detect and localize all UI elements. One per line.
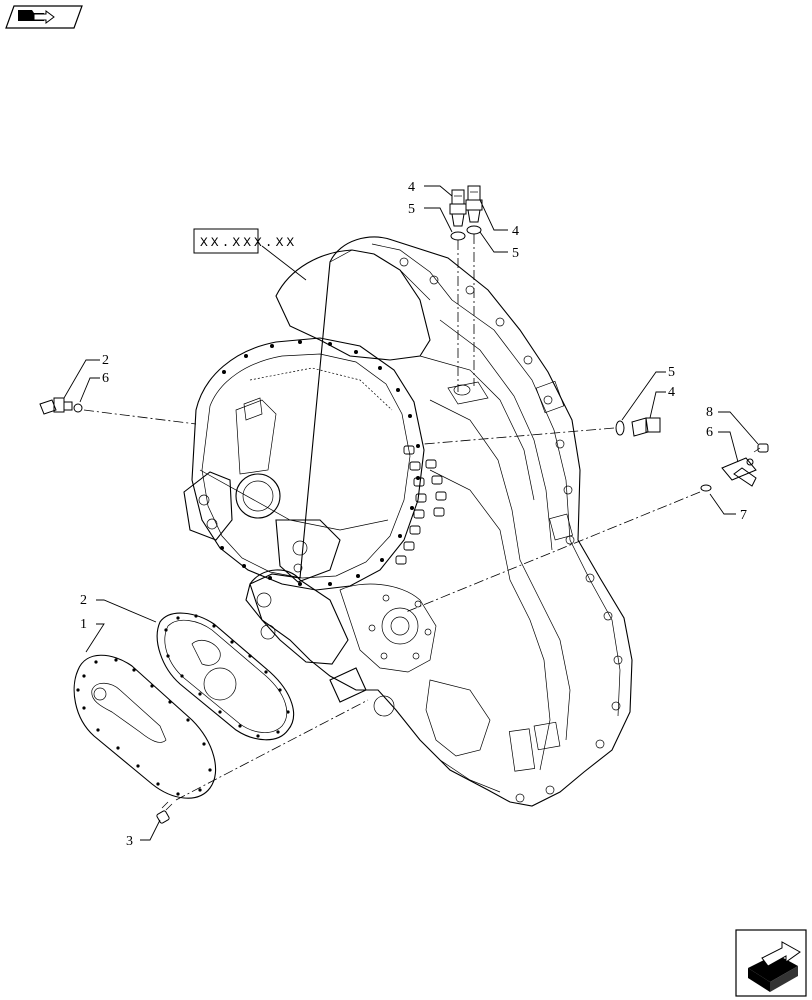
cover-gasket — [156, 612, 295, 741]
callout-labels: 4 5 4 5 2 6 5 4 8 6 7 2 1 3 — [80, 180, 747, 849]
o-ring-top-left — [450, 231, 466, 241]
callout-6: 6 — [102, 371, 109, 386]
callout-8: 8 — [706, 405, 713, 420]
pressure-sensor-top-right — [465, 185, 483, 223]
callout-4: 4 — [668, 385, 675, 400]
o-ring-left — [73, 403, 83, 413]
sensor-bolt — [753, 443, 769, 453]
pressure-sensor-top-left — [449, 189, 467, 227]
next-page-arrow-icon[interactable] — [735, 929, 807, 997]
callout-4: 4 — [512, 224, 519, 239]
callout-2: 2 — [80, 593, 87, 608]
reference-code: XX.XXX.XX — [200, 235, 297, 250]
transmission-housing — [183, 236, 633, 807]
callout-5: 5 — [408, 202, 415, 217]
o-ring-right — [615, 420, 625, 436]
callout-2: 2 — [102, 353, 109, 368]
leader-lines — [63, 185, 759, 841]
o-ring-top-right — [466, 225, 482, 235]
book-with-arrow-icon[interactable] — [5, 5, 83, 29]
cover-plate — [73, 654, 217, 799]
pressure-sensor-right — [631, 417, 661, 437]
reference-box: XX.XXX.XX — [193, 228, 307, 281]
callout-1: 1 — [80, 617, 87, 632]
o-ring-sensor — [700, 484, 712, 492]
callout-5: 5 — [512, 246, 519, 261]
temperature-sender-left — [39, 397, 73, 415]
callout-5: 5 — [668, 365, 675, 380]
callout-6: 6 — [706, 425, 713, 440]
callout-7: 7 — [740, 508, 747, 523]
callout-3: 3 — [126, 834, 133, 849]
cover-bolt — [156, 801, 173, 824]
speed-sensor — [721, 457, 757, 487]
callout-4: 4 — [408, 180, 415, 195]
